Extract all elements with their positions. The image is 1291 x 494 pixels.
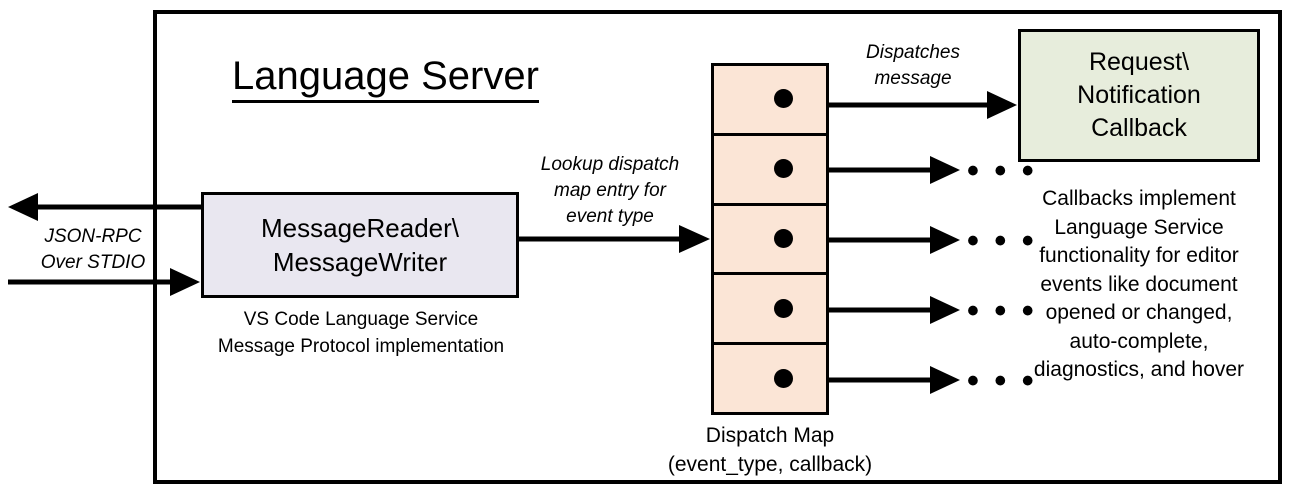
callback-caption-line2: Language Service [1054,215,1224,239]
dispatch-map-row[interactable] [714,66,826,136]
message-caption-line2: Message Protocol implementation [217,336,505,357]
callback-caption-line3: functionality for editor [1039,244,1239,267]
lookup-dispatch-label: Lookup dispatch map entry for event type [520,152,700,230]
entry-dot-icon [774,228,793,248]
lookup-label-line1: Lookup dispatch [540,154,680,175]
dispatches-label-line1: Dispatches [866,42,960,63]
entry-dot-icon [774,89,793,109]
callback-box-line3: Callback [1091,114,1187,142]
dispatch-map-caption: Dispatch Map (event_type, callback) [648,421,892,479]
diagram-title: Language Server [232,52,652,103]
dispatch-map-row[interactable] [714,275,826,346]
dispatch-map-row[interactable] [714,136,826,206]
request-notification-callback-box[interactable]: Request\ Notification Callback [1018,29,1260,162]
callback-caption-line7: diagnostics, and hover [1033,358,1245,381]
callback-caption-line6: auto-complete, [1069,329,1209,353]
message-reader-writer-line1: MessageReader\ [261,213,459,243]
dispatch-map-table[interactable] [711,63,829,415]
message-reader-writer-caption: VS Code Language Service Message Protoco… [185,306,537,360]
dispatch-caption-line2: (event_type, callback) [667,453,873,476]
jsonrpc-transport-label: JSON-RPC Over STDIO [18,224,168,276]
ellipsis-row-2: • • • [967,152,1037,190]
lookup-label-line3: event type [566,206,654,227]
language-server-boundary [153,10,1282,484]
diagram-title-text: Language Server [232,54,539,103]
callback-box-line2: Notification [1077,81,1201,109]
entry-dot-icon [774,159,793,179]
dispatch-map-row[interactable] [714,206,826,276]
lookup-label-line2: map entry for [554,180,666,201]
message-reader-writer-box[interactable]: MessageReader\ MessageWriter [201,192,519,298]
jsonrpc-label-line1: JSON-RPC [44,226,142,247]
entry-dot-icon [774,298,793,318]
message-reader-writer-line2: MessageWriter [272,247,448,277]
callback-box-line1: Request\ [1088,48,1190,76]
dispatches-label-line2: message [874,68,952,89]
callback-caption-line5: opened or changed, [1045,301,1233,324]
dispatch-caption-line1: Dispatch Map [705,424,835,447]
callback-caption-line4: events like document [1040,272,1238,296]
dispatch-map-row[interactable] [714,345,826,412]
callback-caption-line1: Callbacks implement [1042,187,1236,210]
dispatches-message-label: Dispatches message [838,40,988,92]
message-caption-line1: VS Code Language Service [243,309,479,330]
jsonrpc-label-line2: Over STDIO [40,252,146,273]
entry-dot-icon [774,368,793,388]
callback-caption: Callbacks implement Language Service fun… [1006,185,1272,385]
